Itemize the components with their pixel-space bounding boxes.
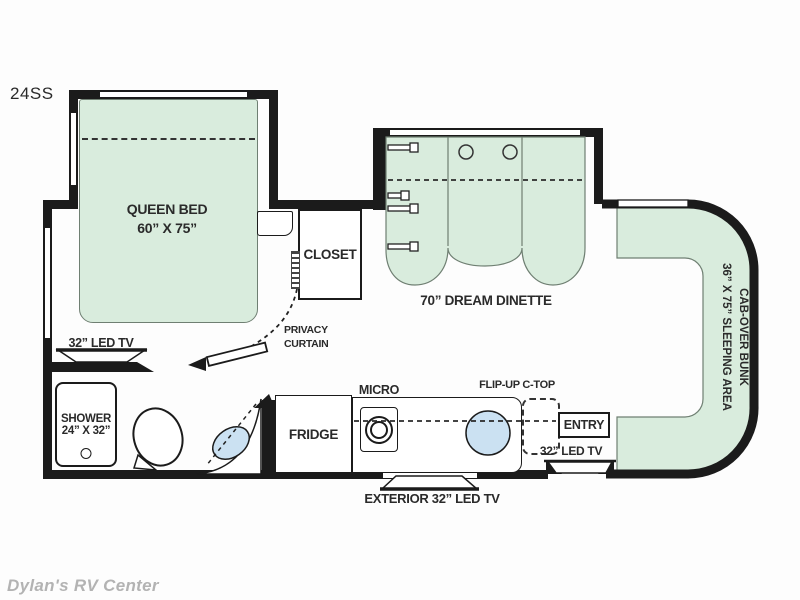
- wall-dinette-right: [594, 128, 603, 204]
- closet-label: CLOSET: [303, 247, 357, 262]
- queen-bed-label-1: QUEEN BED: [126, 201, 208, 217]
- exterior-tv-label: EXTERIOR 32” LED TV: [364, 491, 500, 506]
- wall-main-left: [43, 200, 52, 479]
- table-bracket-4: [387, 241, 419, 252]
- shower-drain-icon: [80, 448, 92, 459]
- window-main-left: [44, 228, 51, 338]
- flip-up-ctop-label: FLIP-UP C-TOP: [479, 379, 555, 391]
- flip-up-countertop: [522, 398, 560, 455]
- entry-tv-icon: [544, 459, 616, 474]
- vanity-dash-line: [205, 403, 257, 467]
- dream-dinette-booth: [385, 136, 586, 286]
- cab-over-label-1: CAB-OVER BUNK: [737, 288, 749, 386]
- dinette-label: 70” DREAM DINETTE: [420, 293, 552, 308]
- bedroom-tv-icon: [55, 348, 148, 363]
- closet-accordion-door-icon: [291, 251, 300, 289]
- toilet-icon: [132, 407, 184, 471]
- queen-bed: [79, 99, 258, 323]
- window-dinette-top: [390, 129, 580, 136]
- wall-dinette-left: [373, 128, 386, 210]
- dinette-cupholder-1: [458, 144, 474, 160]
- model-label: 24SS: [10, 84, 54, 103]
- dealer-watermark: Dylan's RV Center: [7, 576, 159, 595]
- wall-top-left-segment: [43, 200, 78, 209]
- cab-over-label-2: 36” X 75” SLEEPING AREA: [720, 263, 732, 411]
- shower-label-1: SHOWER: [61, 412, 111, 425]
- privacy-curtain-label-1: PRIVACY: [284, 324, 328, 336]
- bed-pillow-line: [82, 138, 255, 140]
- bedroom-tv-label: 32” LED TV: [68, 336, 134, 350]
- door-hinge-wedge: [188, 357, 206, 371]
- vanity-counter: [196, 398, 262, 475]
- wall-bathroom: [48, 362, 137, 372]
- table-bracket-1: [387, 142, 419, 153]
- dinette-cupholder-2: [502, 144, 518, 160]
- nightstand: [257, 211, 293, 236]
- closet: CLOSET: [298, 209, 362, 300]
- wall-front-cap: [602, 199, 759, 479]
- entry-label: ENTRY: [563, 418, 605, 432]
- entry-tv-label: 32” LED TV: [539, 444, 603, 458]
- wall-bottom-mid: [477, 470, 548, 479]
- window-bedroom-left: [70, 113, 77, 185]
- bathroom-sink-icon: [212, 426, 250, 460]
- entry-door-box: ENTRY: [558, 412, 610, 438]
- privacy-curtain-label-2: CURTAIN: [284, 338, 329, 350]
- shower-label-2: 24” X 32”: [61, 424, 111, 437]
- window-top-right: [617, 199, 689, 208]
- wall-top-mid-segment: [269, 200, 379, 209]
- micro-label: MICRO: [358, 383, 400, 397]
- cab-over-bunk: [616, 204, 754, 472]
- table-bracket-3: [387, 203, 419, 214]
- fridge: FRIDGE: [275, 395, 352, 473]
- microwave: [360, 407, 398, 452]
- queen-bed-label-2: 60” X 75”: [137, 220, 197, 236]
- shower: SHOWER 24” X 32”: [55, 382, 117, 467]
- wall-end-wedge: [137, 362, 154, 372]
- fridge-label: FRIDGE: [288, 426, 339, 442]
- window-bedroom-top: [100, 91, 247, 98]
- table-bracket-2: [387, 190, 410, 201]
- wall-kitchen-divider: [262, 400, 275, 473]
- bedroom-door-leaf: [205, 341, 269, 367]
- wall-bedroom-slide-right: [269, 90, 278, 209]
